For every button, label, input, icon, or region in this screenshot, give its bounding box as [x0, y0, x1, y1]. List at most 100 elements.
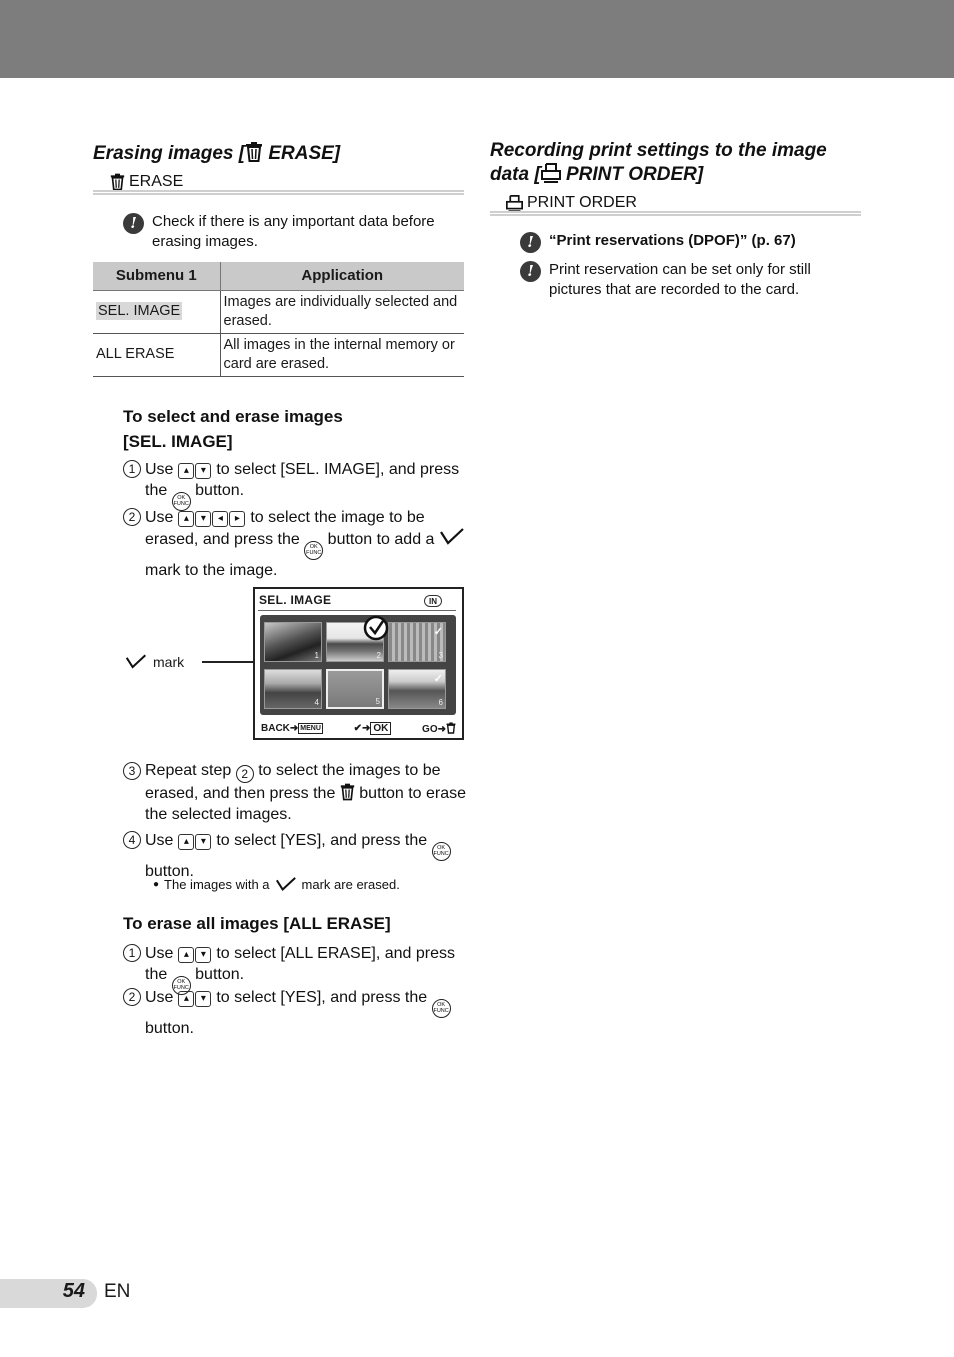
bullet-text-end: mark are erased. [301, 877, 400, 892]
check-mark-icon [275, 877, 296, 892]
step-number: 3 [123, 762, 141, 780]
step-3: 3 Repeat step 2 to select the images to … [123, 760, 468, 825]
note-text: Print reservation can be set only for st… [549, 261, 811, 298]
table-header: Application [219, 262, 464, 291]
note-text: “Print reservations (DPOF)” (p. 67) [549, 232, 796, 249]
print-icon [540, 163, 561, 183]
trash-icon [340, 783, 354, 801]
thumbnail-grid: 1 2 ✓3 4 5 ✓6 [260, 615, 456, 715]
go-hint: GO➜ [422, 721, 456, 735]
menu-path-erase: ERASE [110, 173, 183, 191]
bullet-dot: ● [153, 879, 160, 890]
screen-divider [258, 610, 456, 611]
all-step-1: 1 Use ▴▾ to select [ALL ERASE], and pres… [123, 942, 468, 995]
heading-rule [93, 190, 464, 195]
mark-callout: mark [125, 654, 184, 670]
step-text: Use ▴▾ to select [SEL. IMAGE], and press… [145, 458, 468, 511]
screen-title: SEL. IMAGE [259, 593, 332, 607]
sel-heading-line-2: [SEL. IMAGE] [123, 432, 233, 451]
submenu-name: SEL. IMAGE [96, 302, 183, 320]
step-number: 4 [123, 831, 141, 849]
memory-badge: IN [424, 595, 442, 607]
bullet-text: The images with a [164, 877, 270, 892]
heading-line-1: Recording print settings to the image [490, 140, 827, 161]
step-number: 1 [123, 944, 141, 962]
check-mark-icon [125, 654, 147, 669]
check-mark-icon: ✓ [433, 626, 443, 638]
up-down-keys-icon: ▴▾ [177, 942, 212, 963]
step-2: 2 Use ▴▾◂▸ to select the image to be era… [123, 506, 468, 581]
back-hint: BACK➜MENU [261, 722, 323, 734]
table-cell: All images in the internal memory or car… [220, 333, 464, 377]
trash-icon [246, 142, 263, 162]
step-reference: 2 [235, 765, 254, 783]
table-cell: Images are individually selected and era… [220, 290, 464, 334]
table-header: Submenu 1 [93, 262, 220, 291]
section-heading-print-order: Recording print settings to the image da… [490, 139, 860, 187]
table-cell: SEL. IMAGE [93, 290, 221, 334]
step-text: Use ▴▾◂▸ to select the image to be erase… [145, 506, 468, 581]
ok-hint: ✔➜OK [354, 721, 392, 735]
screen-footer: BACK➜MENU ✔➜OK GO➜ [261, 721, 456, 735]
page-number-tab: 54 [0, 1279, 97, 1308]
sel-heading-line-1: To select and erase images [123, 407, 343, 426]
heading-rule [490, 211, 861, 216]
step-text: Use ▴▾ to select [ALL ERASE], and press … [145, 942, 468, 995]
all-step-2: 2 Use ▴▾ to select [YES], and press the … [123, 986, 468, 1039]
exclamation-circle-icon: ! [520, 232, 541, 253]
page-number: 54 [62, 1280, 85, 1302]
note-text: Check if there is any important data bef… [152, 213, 435, 250]
language-label: EN [104, 1281, 131, 1302]
all-erase-heading: To erase all images [ALL ERASE] [123, 914, 391, 933]
sel-image-heading: To select and erase images [SEL. IMAGE] [123, 404, 343, 454]
thumbnail: 4 [264, 669, 322, 709]
top-banner [0, 0, 954, 78]
mark-label: mark [153, 654, 185, 670]
up-down-keys-icon: ▴▾ [177, 458, 212, 479]
thumbnail-cursor: 5 [326, 669, 384, 709]
heading-text: Erasing images [ [93, 143, 246, 164]
reference-note: ! “Print reservations (DPOF)” (p. 67) [520, 231, 850, 253]
step-4: 4 Use ▴▾ to select [YES], and press the … [123, 829, 468, 882]
exclamation-circle-icon: ! [520, 261, 541, 282]
heading-text-end: ERASE] [263, 143, 341, 164]
trash-icon [446, 721, 456, 734]
callout-leader-line [202, 661, 258, 663]
menu-path-label: ERASE [129, 173, 184, 190]
menu-path-label: PRINT ORDER [527, 194, 637, 211]
arrow-keys-icon: ▴▾◂▸ [177, 506, 246, 527]
up-down-keys-icon: ▴▾ [177, 986, 212, 1007]
section-heading-erase: Erasing images [ ERASE] [93, 142, 340, 166]
trash-icon [110, 173, 125, 191]
step-number: 2 [123, 988, 141, 1006]
selected-check-circle-icon [363, 615, 389, 641]
heading-line-2: data [ PRINT ORDER] [490, 163, 704, 185]
check-mark-icon [439, 528, 464, 545]
table-row: SEL. IMAGE Images are individually selec… [93, 290, 464, 334]
warning-note: ! Check if there is any important data b… [123, 212, 463, 251]
table-row: ALL ERASE All images in the internal mem… [93, 333, 464, 377]
thumbnail: 1 [264, 622, 322, 662]
bullet-note: ● The images with a mark are erased. [153, 877, 400, 892]
step-number: 1 [123, 460, 141, 478]
step-text: Use ▴▾ to select [YES], and press the OK… [145, 986, 468, 1039]
warning-note: ! Print reservation can be set only for … [520, 260, 850, 299]
step-text: Repeat step 2 to select the images to be… [145, 762, 467, 823]
exclamation-circle-icon: ! [123, 213, 144, 234]
thumbnail: ✓6 [388, 669, 446, 709]
menu-path-print-order: PRINT ORDER [506, 194, 637, 212]
camera-screen: SEL. IMAGE IN 1 2 ✓3 4 5 ✓6 BACK➜MENU ✔➜… [253, 587, 464, 740]
submenu-table: Submenu 1 Application SEL. IMAGE Images … [93, 262, 464, 377]
up-down-keys-icon: ▴▾ [177, 829, 212, 850]
step-number: 2 [123, 508, 141, 526]
check-mark-icon: ✓ [433, 673, 443, 685]
step-text: Use ▴▾ to select [YES], and press the OK… [145, 829, 468, 882]
step-1: 1 Use ▴▾ to select [SEL. IMAGE], and pre… [123, 458, 468, 511]
table-cell: ALL ERASE [93, 333, 221, 377]
print-icon [506, 194, 523, 212]
